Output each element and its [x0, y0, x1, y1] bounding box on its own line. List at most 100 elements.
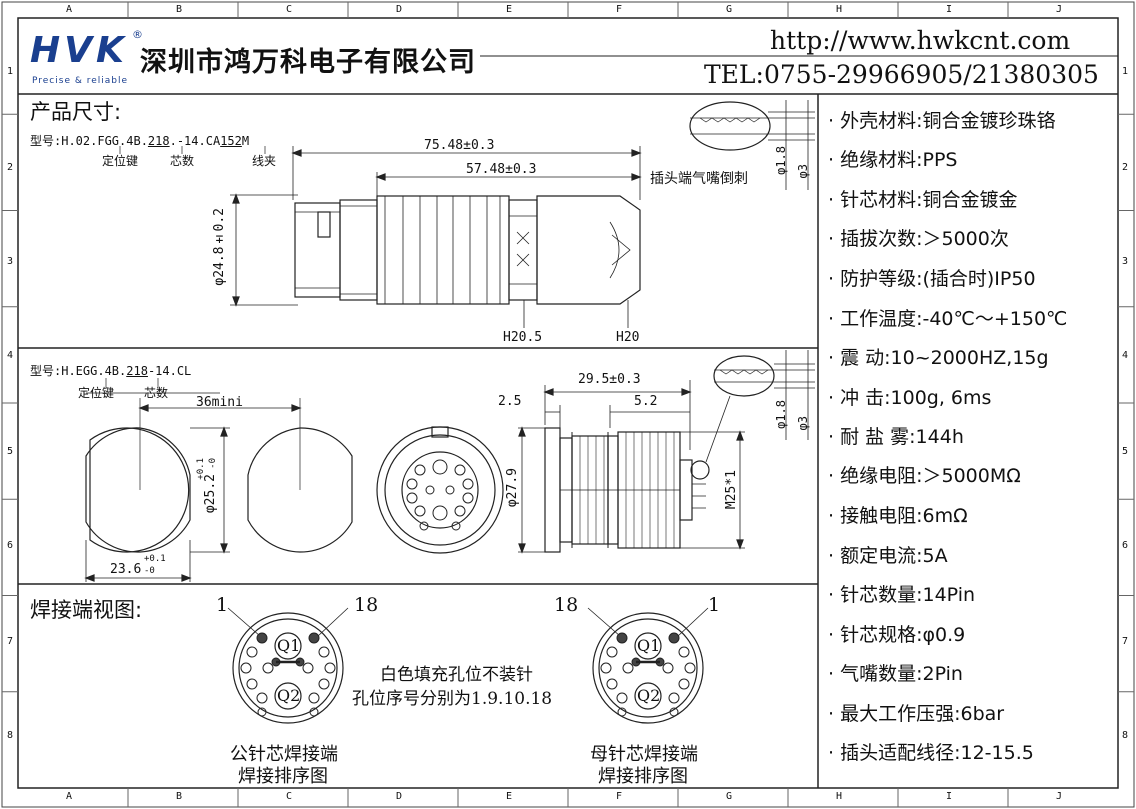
- col-label: C: [286, 4, 293, 15]
- row-label: 4: [1122, 350, 1129, 361]
- row-label: 7: [7, 636, 14, 647]
- label-key: 定位键: [102, 154, 139, 168]
- socket-views: [84, 146, 815, 582]
- male-solder-face: [227, 607, 349, 724]
- spec-salt-spray: · 耐 盐 雾:144h: [828, 426, 964, 448]
- spec-insulation-resistance: · 绝缘电阻:＞5000MΩ: [828, 465, 1021, 487]
- row-label: 1: [7, 66, 14, 77]
- spec-insulator-material: · 绝缘材料:PPS: [828, 149, 958, 171]
- model-clamp-code: 152: [220, 134, 242, 148]
- row-label: 5: [1122, 446, 1129, 457]
- spec-contact-resistance: · 接触电阻:6mΩ: [828, 505, 968, 527]
- model-mid: .-14.CA: [169, 134, 221, 148]
- col-label: E: [506, 791, 513, 802]
- col-label: B: [176, 791, 183, 802]
- label-pins: 芯数: [170, 154, 195, 168]
- col-label: D: [396, 791, 403, 802]
- col-label: H: [836, 4, 843, 15]
- row-label: 3: [7, 256, 14, 267]
- female-solder-face: [587, 607, 709, 724]
- row-label: 8: [7, 730, 14, 741]
- fill-note-line-1: 白色填充孔位不装针: [380, 665, 533, 685]
- col-label: G: [726, 791, 733, 802]
- row-label: 8: [1122, 730, 1129, 741]
- spec-max-pressure: · 最大工作压强:6bar: [828, 703, 1005, 725]
- col-label: J: [1056, 4, 1063, 15]
- model-pin-code: 218: [126, 364, 148, 378]
- female-q1-label: Q1: [637, 636, 661, 655]
- model-prefix: 型号:H.EGG.4B.: [30, 364, 127, 378]
- row-label: 7: [1122, 636, 1129, 647]
- spec-shell-material: · 外壳材料:铜合金镀珍珠铬: [828, 110, 1056, 132]
- row-label: 3: [1122, 256, 1129, 267]
- registered-mark: ®: [132, 28, 143, 41]
- spec-rated-current: · 额定电流:5A: [828, 545, 948, 567]
- female-q2-label: Q2: [637, 686, 661, 705]
- label-clamp: 线夹: [252, 154, 277, 168]
- col-label: D: [396, 4, 403, 15]
- dim-total-length: 75.48±0.3: [424, 138, 495, 153]
- col-label: A: [66, 791, 73, 802]
- logo-text: HVK: [30, 30, 128, 71]
- dim-rear-length: 5.2: [634, 394, 658, 409]
- dim-hex-rear: H20: [616, 330, 640, 345]
- male-pin-18-label: 18: [354, 594, 379, 616]
- fill-note-line-2: 孔位序号分别为1.9.10.18: [352, 689, 553, 709]
- col-label: I: [946, 791, 953, 802]
- male-caption-line-2: 焊接排序图: [238, 766, 328, 787]
- col-label: E: [506, 4, 513, 15]
- col-label: B: [176, 4, 183, 15]
- dim-flat-tol-plus: +0.1: [144, 554, 166, 564]
- model-suffix: M: [241, 134, 250, 148]
- female-pin-18-label: 18: [554, 594, 579, 616]
- section-title-dimensions: 产品尺寸:: [30, 100, 122, 124]
- socket-model-number: 型号:H.EGG.4B.218-14.CL: [30, 362, 191, 379]
- solder-view-diagrams: [227, 607, 709, 724]
- model-prefix: 型号:H.02.FGG.4B.: [30, 134, 148, 148]
- col-label: A: [66, 4, 73, 15]
- dim-body-length: 57.48±0.3: [466, 162, 537, 177]
- col-label: H: [836, 791, 843, 802]
- spec-shock: · 冲 击:100g, 6ms: [828, 387, 992, 409]
- spec-vibration: · 震 动:10~2000HZ,15g: [828, 347, 1049, 369]
- model-pin-code: 218: [147, 134, 170, 148]
- female-caption-line-1: 母针芯焊接端: [590, 744, 698, 765]
- dim-panel-spacing: 36mini: [196, 395, 243, 410]
- male-q1-label: Q1: [277, 636, 301, 655]
- logo-tagline: Precise & reliable: [32, 76, 129, 86]
- col-label: C: [286, 791, 293, 802]
- row-label: 4: [7, 350, 14, 361]
- spec-nozzle-count: · 气嘴数量:2Pin: [828, 663, 963, 685]
- row-label: 1: [1122, 66, 1129, 77]
- col-label: I: [946, 4, 953, 15]
- dim-flat-tol-minus: -0: [144, 566, 155, 576]
- row-label: 2: [7, 162, 14, 173]
- spec-protection: · 防护等级:(插合时)IP50: [828, 268, 1036, 290]
- col-label: F: [616, 791, 623, 802]
- male-pin-1-label: 1: [216, 594, 229, 616]
- row-label: 6: [1122, 540, 1129, 551]
- plug-side-view: [230, 100, 815, 328]
- female-pin-1-label: 1: [708, 594, 721, 616]
- company-url: http://www.hwkcnt.com: [770, 26, 1071, 55]
- female-caption-line-2: 焊接排序图: [598, 766, 688, 787]
- row-label: 2: [1122, 162, 1129, 173]
- dim-hex-front: H20.5: [503, 330, 543, 345]
- row-label: 5: [7, 446, 14, 457]
- row-label: 6: [7, 540, 14, 551]
- spec-pin-size: · 针芯规格:φ0.9: [828, 624, 966, 646]
- spec-cable-range: · 插头适配线径:12-15.5: [828, 742, 1034, 764]
- company-tel: TEL:0755-29966905/21380305: [704, 60, 1099, 89]
- spec-temperature: · 工作温度:-40℃～+150℃: [828, 308, 1068, 330]
- col-label: F: [616, 4, 623, 15]
- model-suffix: -14.CL: [147, 364, 192, 378]
- col-label: J: [1056, 791, 1063, 802]
- plug-model-number: 型号:H.02.FGG.4B.218.-14.CA152M: [30, 132, 249, 149]
- dim-flange-thickness: 2.5: [498, 394, 522, 409]
- spec-mating-cycles: · 插拔次数:＞5000次: [828, 228, 1009, 250]
- spec-pin-count: · 针芯数量:14Pin: [828, 584, 976, 606]
- dim-cutout-flat: 23.6: [110, 562, 142, 577]
- nozzle-barb-note: 插头端气嘴倒刺: [650, 171, 748, 187]
